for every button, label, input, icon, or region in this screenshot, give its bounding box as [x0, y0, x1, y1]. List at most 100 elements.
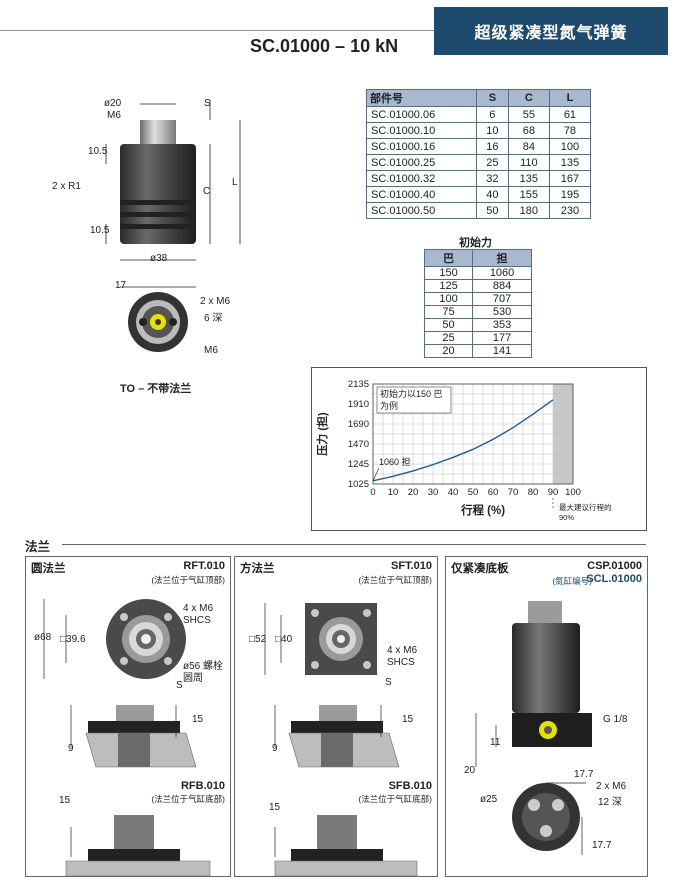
cell: 530	[472, 305, 532, 319]
cell: 40	[475, 186, 509, 203]
label-m6-bottom: M6	[204, 345, 218, 356]
cell: 177	[472, 331, 532, 345]
model-title: SC.01000 – 10 kN	[250, 36, 399, 56]
x-tick-label: 90	[548, 487, 559, 498]
cell: 135	[548, 154, 592, 171]
round-label-15: 15	[192, 714, 204, 725]
y-tick-label: 2135	[348, 379, 369, 390]
cell: 100	[423, 292, 474, 306]
force-header-bar: 巴	[423, 249, 474, 267]
label-2xm6: 2 x M6	[200, 296, 231, 307]
max-note-text: 90%	[559, 513, 574, 522]
start-value-leader	[372, 467, 380, 481]
x-tick-label: 40	[448, 487, 459, 498]
round-flange-drawing	[43, 599, 211, 876]
label-10-5-top: 10.5	[88, 146, 108, 157]
x-tick-label: 50	[468, 487, 479, 498]
cell: 125	[423, 279, 474, 293]
cell: 167	[548, 170, 592, 187]
x-tick-label: 100	[565, 487, 581, 498]
round-label-dia68: ø68	[34, 632, 52, 643]
x-tick-label: 10	[388, 487, 399, 498]
cell: 884	[472, 279, 532, 293]
base-label-11: 11	[490, 737, 501, 748]
cell: SC.01000.50	[366, 202, 477, 219]
x-tick-label: 80	[528, 487, 539, 498]
cell: 10	[475, 122, 509, 139]
x-tick-label: 20	[408, 487, 419, 498]
cell: 150	[423, 266, 474, 280]
label-17: 17	[115, 280, 127, 291]
cell: 353	[472, 318, 532, 332]
base-plate-panel: 仅紧凑底板 CSP.01000 (氮缸编号) SCL.01000 G 1/8 1…	[445, 556, 648, 877]
base-label-g18: G 1/8	[603, 714, 628, 725]
cell: 61	[548, 106, 592, 123]
round-label-shcs: SHCS	[183, 615, 211, 626]
start-value-label: 1060 担	[379, 456, 411, 467]
x-tick-label: 0	[370, 487, 375, 498]
force-table-title: 初始力	[459, 237, 492, 249]
square-label-15: 15	[402, 714, 414, 725]
base-label-20: 20	[464, 765, 476, 776]
base-label-17-7-top: 17.7	[574, 769, 594, 780]
cell: 75	[423, 305, 474, 319]
cell: 50	[475, 202, 509, 219]
square-flange-code-bottom: SFB.010	[388, 780, 432, 792]
spec-header-c: C	[507, 89, 550, 107]
square-flange-sub-top: (法兰位于气缸顶部)	[358, 575, 432, 585]
cell: 110	[507, 154, 550, 171]
y-tick-label: 1690	[348, 419, 369, 430]
cell: SC.01000.40	[366, 186, 477, 203]
cell: SC.01000.25	[366, 154, 477, 171]
cell: 195	[548, 186, 592, 203]
square-label-9: 9	[272, 743, 278, 754]
base-plate-code2: SCL.01000	[586, 573, 642, 585]
cell: 16	[475, 138, 509, 155]
round-flange-sub-bottom: (法兰位于气缸底部)	[151, 794, 225, 804]
round-label-pcd2: 圆周	[183, 673, 203, 684]
label-l: L	[232, 177, 238, 188]
x-tick-label: 30	[428, 487, 439, 498]
square-label-sq52: □52	[249, 634, 267, 645]
y-tick-label: 1470	[348, 439, 369, 450]
base-label-dia25: ø25	[480, 794, 498, 805]
annotation-note: 初始力以150 巴	[380, 388, 443, 399]
spec-header-l: L	[548, 89, 592, 107]
label-10-5-bottom: 10.5	[90, 225, 110, 236]
header-rule	[0, 30, 434, 31]
spec-header-part: 部件号	[366, 89, 477, 107]
cell: 135	[507, 170, 550, 187]
base-plate-sub: (氮缸编号)	[552, 576, 592, 586]
cell: 50	[423, 318, 474, 332]
round-flange-panel: 圆法兰 RFT.010 (法兰位于气缸顶部) ø68 □39.6 4 x M6 …	[25, 556, 231, 877]
cell: SC.01000.06	[366, 106, 477, 123]
label-dia38: ø38	[150, 253, 168, 264]
round-flange-sub-top: (法兰位于气缸顶部)	[151, 575, 225, 585]
label-radius: 2 x R1	[52, 181, 81, 192]
plot-border	[372, 383, 574, 485]
cell: SC.01000.16	[366, 138, 477, 155]
square-flange-sub-bottom: (法兰位于气缸底部)	[358, 794, 432, 804]
round-flange-code-top: RFT.010	[183, 560, 225, 572]
label-c: C	[203, 186, 211, 197]
header-band: 超级紧凑型氮气弹簧	[434, 7, 668, 55]
round-label-s: S	[176, 680, 183, 691]
square-label-s: S	[385, 677, 392, 688]
x-axis-label: 行程 (%)	[460, 503, 505, 517]
cell: 84	[507, 138, 550, 155]
